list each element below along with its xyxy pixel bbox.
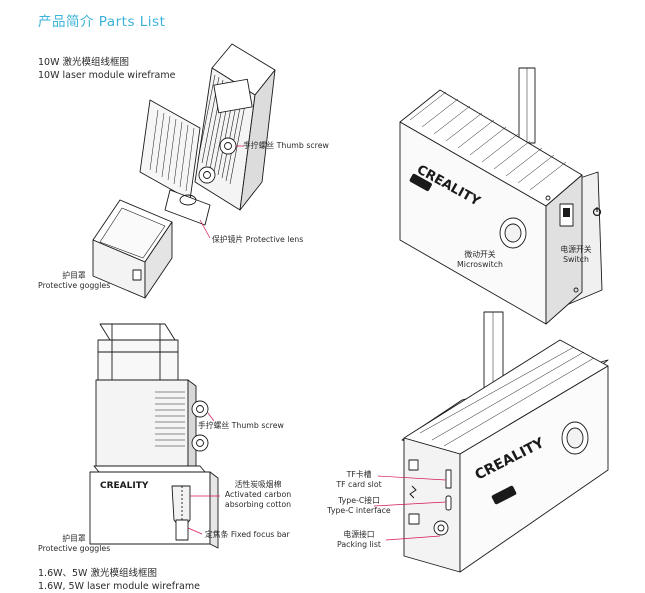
label-fixed-focus-bar: 定焦条 Fixed focus bar [205,530,290,539]
label-10w-thumb-screw: 手拧螺丝 Thumb screw [243,141,329,150]
label-tf-slot-cn: TF卡槽 [346,470,372,479]
label-16w-goggles-cn: 护目罩 [62,534,86,543]
label-power-port-cn: 电源接口 [343,530,375,539]
label-tf-slot-en: TF card slot [336,480,382,489]
laser-module-10w-drawing [139,43,276,226]
label-switch-en: Switch [563,255,589,264]
label-typec-cn: Type-C接口 [338,496,380,505]
label-power-port-en: Packing list [337,540,381,549]
controller-top-drawing: CREALITY [399,67,603,325]
label-10w-goggles-cn: 护目罩 [62,271,86,280]
page-title: 产品简介 Parts List [38,14,166,30]
section-10w-title-en: 10W laser module wireframe [38,70,176,81]
label-typec-en: Type-C interface [327,506,391,515]
label-10w-protective-lens: 保护镜片 Protective lens [212,235,304,244]
section-16w-title-en: 1.6W, 5W laser module wireframe [38,581,200,592]
label-cotton-en2: absorbing cotton [224,500,292,509]
controller-bottom-drawing: CREALITY [401,311,609,573]
label-10w-goggles-en: Protective goggles [38,281,111,290]
label-cotton-cn: 活性炭吸烟棉 [234,480,282,489]
laser-module-16w-drawing: CREALITY [89,323,219,549]
label-microswitch-en: Microswitch [457,260,503,269]
label-microswitch-cn: 微动开关 [464,250,496,259]
label-16w-goggles-en: Protective goggles [38,544,111,553]
svg-text:CREALITY: CREALITY [100,481,149,491]
goggles-10w-drawing [92,199,173,299]
label-cotton-en1: Activated carbon [224,490,292,499]
label-switch-cn: 电源开关 [560,245,592,254]
section-16w-title-cn: 1.6W、5W 激光模组线框图 [38,568,157,579]
section-10w-title-cn: 10W 激光模组线框图 [38,57,130,68]
label-16w-thumb-screw: 手拧螺丝 Thumb screw [198,421,284,430]
